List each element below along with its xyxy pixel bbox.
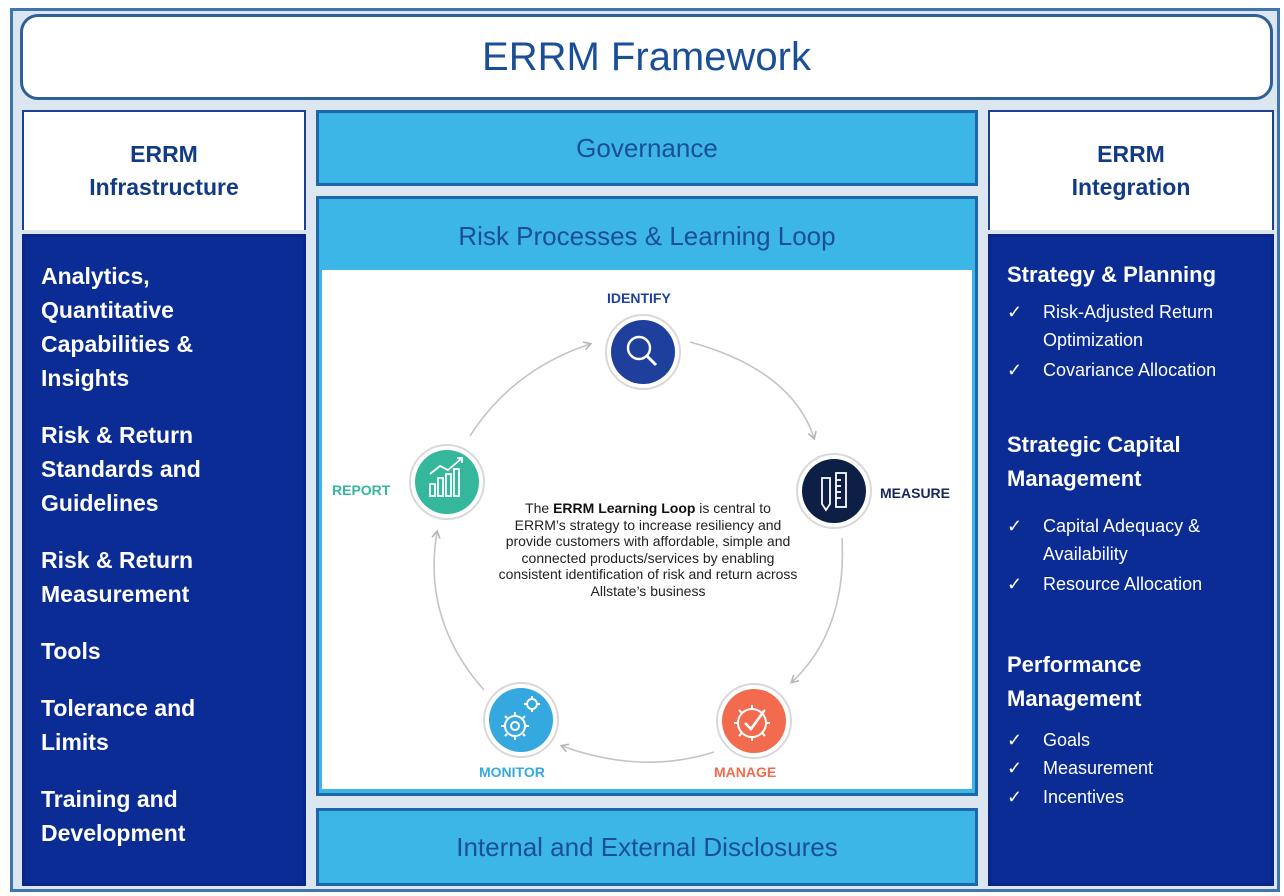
infrastructure-header-line1: ERRM	[130, 141, 198, 167]
check-item-label: Resource Allocation	[1043, 574, 1203, 594]
arrow-report-to-identify	[469, 341, 593, 437]
risk-processes-bar: Risk Processes & Learning Loop	[316, 196, 978, 274]
infrastructure-item: Analytics, Quantitative Capabilities & I…	[41, 263, 194, 391]
checkmark-icon: ✓	[1007, 360, 1023, 380]
measure-label: MEASURE	[880, 485, 951, 501]
risk-processes-label: Risk Processes & Learning Loop	[458, 221, 836, 251]
governance-bar: Governance	[316, 110, 978, 186]
disclosures-label: Internal and External Disclosures	[456, 831, 838, 862]
integration-header: ERRM Integration	[988, 110, 1274, 230]
check-item: ✓ Resource Allocation	[1007, 570, 1263, 598]
governance-label: Governance	[576, 132, 718, 163]
magnifier-icon	[626, 335, 658, 367]
section-heading: Strategic Capital Management	[1007, 432, 1181, 491]
ruler-pencil-icon	[821, 472, 847, 512]
manage-node	[716, 683, 792, 759]
monitor-node	[483, 682, 559, 758]
infrastructure-item: Training and Development	[41, 786, 186, 846]
arrow-measure-to-manage	[790, 537, 844, 684]
arrow-monitor-to-report	[431, 529, 485, 691]
infrastructure-header-line2: Infrastructure	[89, 174, 239, 200]
checkmark-icon: ✓	[1007, 787, 1023, 807]
monitor-label: MONITOR	[479, 764, 545, 780]
check-item-label: Covariance Allocation	[1043, 360, 1217, 380]
loop-graphic	[409, 314, 872, 763]
learning-loop-panel: IDENTIFY MEASURE MANAGE MONITOR REPORT T…	[316, 270, 978, 796]
learning-loop-description: The ERRM Learning Loop is central to ERR…	[498, 500, 798, 599]
report-node	[409, 444, 485, 520]
page-title: ERRM Framework	[482, 34, 811, 79]
check-item-label: Incentives	[1043, 787, 1125, 807]
integration-header-line1: ERRM	[1097, 141, 1165, 167]
identify-node	[605, 314, 681, 390]
infrastructure-item: Risk & Return Standards and Guidelines	[41, 422, 201, 516]
infrastructure-item: Risk & Return Measurement	[41, 547, 194, 607]
section-heading: Performance Management	[1007, 652, 1142, 711]
gears-icon	[501, 696, 540, 740]
check-item-label: Risk-Adjusted Return Optimization	[1043, 302, 1214, 350]
measure-node	[796, 453, 872, 529]
section-heading: Strategy & Planning	[1007, 262, 1217, 287]
check-item: ✓ Measurement	[1007, 754, 1263, 782]
checkmark-icon: ✓	[1007, 302, 1023, 322]
description-prefix: The	[525, 500, 554, 516]
arrow-identify-to-measure	[689, 341, 817, 441]
gear-check-icon	[734, 705, 770, 741]
checkmark-icon: ✓	[1007, 516, 1023, 536]
check-item: ✓ Covariance Allocation	[1007, 356, 1263, 384]
disclosures-bar: Internal and External Disclosures	[316, 808, 978, 886]
description-suffix: is central to ERRM’s strategy to increas…	[498, 500, 798, 599]
learning-loop-diagram: IDENTIFY MEASURE MANAGE MONITOR REPORT T…	[322, 270, 972, 789]
check-item: ✓ Goals	[1007, 726, 1263, 754]
bar-chart-icon	[429, 457, 463, 497]
checkmark-icon: ✓	[1007, 730, 1023, 750]
infrastructure-item: Tolerance and Limits	[41, 695, 196, 755]
check-item: ✓ Capital Adequacy & Availability	[1007, 512, 1243, 568]
check-item-label: Goals	[1043, 730, 1091, 750]
check-item-label: Measurement	[1043, 758, 1154, 778]
check-item-label: Capital Adequacy & Availability	[1043, 516, 1201, 564]
manage-label: MANAGE	[714, 764, 777, 780]
checkmark-icon: ✓	[1007, 574, 1023, 594]
infrastructure-item: Tools	[41, 638, 101, 664]
title-banner: ERRM Framework	[20, 14, 1273, 100]
check-item: ✓ Incentives	[1007, 783, 1263, 811]
description-bold: ERRM Learning Loop	[553, 500, 696, 516]
check-item: ✓ Risk-Adjusted Return Optimization	[1007, 298, 1258, 354]
integration-header-line2: Integration	[1071, 174, 1191, 200]
report-label: REPORT	[332, 482, 391, 498]
infrastructure-list: Analytics, Quantitative Capabilities & I…	[22, 234, 306, 886]
identify-label: IDENTIFY	[607, 290, 671, 306]
arrow-manage-to-monitor	[559, 743, 715, 763]
integration-list: Strategy & Planning ✓ Risk-Adjusted Retu…	[988, 234, 1274, 886]
checkmark-icon: ✓	[1007, 758, 1023, 778]
infrastructure-header: ERRM Infrastructure	[22, 110, 306, 230]
